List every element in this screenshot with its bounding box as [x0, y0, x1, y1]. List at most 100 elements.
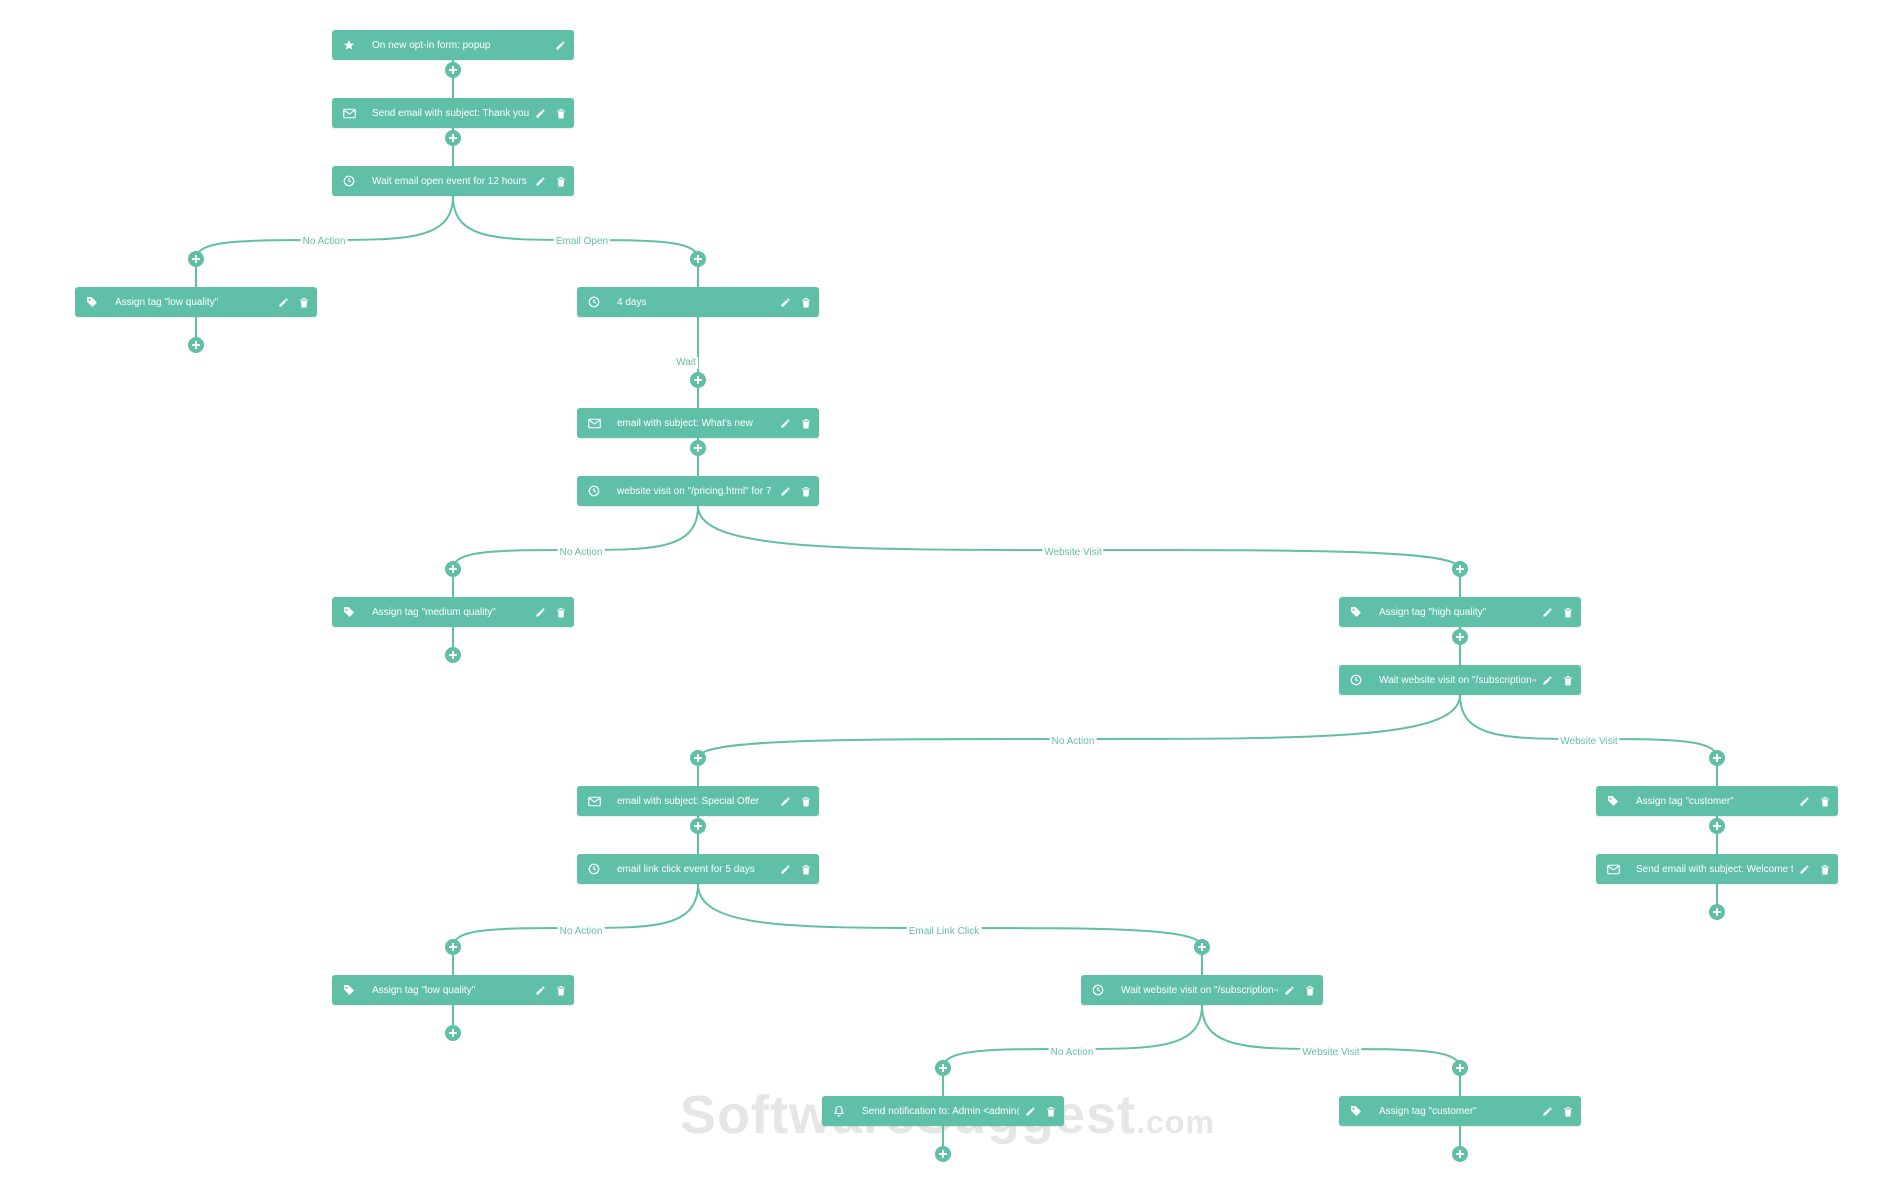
- workflow-node-tag-medium-quality[interactable]: Assign tag "medium quality": [332, 597, 574, 627]
- node-actions: [1799, 864, 1830, 875]
- node-actions: [1284, 985, 1315, 996]
- workflow-node-wait-pricing-visit[interactable]: website visit on "/pricing.html" for 7: [577, 476, 819, 506]
- workflow-node-send-thankyou[interactable]: Send email with subject: Thank you for: [332, 98, 574, 128]
- edit-pencil-icon[interactable]: [535, 985, 546, 996]
- tag-icon: [342, 983, 356, 997]
- node-label: Wait website visit on "/subscription-com: [1121, 984, 1278, 996]
- delete-trash-icon[interactable]: [800, 418, 811, 429]
- edit-pencil-icon[interactable]: [780, 297, 791, 308]
- add-step-button[interactable]: [445, 939, 461, 955]
- workflow-node-notify-admin[interactable]: Send notification to: Admin <admin@in: [822, 1096, 1064, 1126]
- node-actions: [535, 985, 566, 996]
- edit-pencil-icon[interactable]: [278, 297, 289, 308]
- add-step-button[interactable]: [690, 372, 706, 388]
- workflow-node-send-welcome[interactable]: Send email with subject: Welcome to ou: [1596, 854, 1838, 884]
- workflow-node-tag-high-quality[interactable]: Assign tag "high quality": [1339, 597, 1581, 627]
- delete-trash-icon[interactable]: [1562, 1106, 1573, 1117]
- edit-pencil-icon[interactable]: [535, 607, 546, 618]
- add-step-button[interactable]: [445, 647, 461, 663]
- node-actions: [1025, 1106, 1056, 1117]
- edit-pencil-icon[interactable]: [1542, 607, 1553, 618]
- node-label: Assign tag "medium quality": [372, 606, 496, 618]
- add-step-button[interactable]: [935, 1060, 951, 1076]
- add-step-button[interactable]: [690, 251, 706, 267]
- branch-label: No Action: [557, 547, 605, 559]
- edit-pencil-icon[interactable]: [535, 176, 546, 187]
- add-step-button[interactable]: [935, 1146, 951, 1162]
- branch-label: No Action: [300, 236, 348, 248]
- delete-trash-icon[interactable]: [1562, 675, 1573, 686]
- delete-trash-icon[interactable]: [800, 486, 811, 497]
- delete-trash-icon[interactable]: [800, 864, 811, 875]
- node-actions: [780, 796, 811, 807]
- edit-pencil-icon[interactable]: [1542, 675, 1553, 686]
- connector-stub: [452, 627, 454, 647]
- add-step-button[interactable]: [445, 62, 461, 78]
- delete-trash-icon[interactable]: [1819, 796, 1830, 807]
- edit-pencil-icon[interactable]: [555, 40, 566, 51]
- add-step-button[interactable]: [1452, 1146, 1468, 1162]
- delete-trash-icon[interactable]: [555, 176, 566, 187]
- branch-label: No Action: [1048, 1047, 1096, 1059]
- node-actions: [535, 607, 566, 618]
- add-step-button[interactable]: [690, 750, 706, 766]
- edit-pencil-icon[interactable]: [535, 108, 546, 119]
- workflow-node-wait-subscription-visit-1[interactable]: Wait website visit on "/subscription-com: [1339, 665, 1581, 695]
- delete-trash-icon[interactable]: [800, 297, 811, 308]
- workflow-node-tag-low-quality-2[interactable]: Assign tag "low quality": [332, 975, 574, 1005]
- delete-trash-icon[interactable]: [1304, 985, 1315, 996]
- workflow-node-wait-subscription-visit-2[interactable]: Wait website visit on "/subscription-com: [1081, 975, 1323, 1005]
- delete-trash-icon[interactable]: [800, 796, 811, 807]
- add-step-button[interactable]: [188, 251, 204, 267]
- star-icon: [342, 38, 356, 52]
- delete-trash-icon[interactable]: [555, 108, 566, 119]
- workflow-node-trigger-optin[interactable]: On new opt-in form: popup: [332, 30, 574, 60]
- workflow-node-tag-customer-2[interactable]: Assign tag "customer": [1339, 1096, 1581, 1126]
- delete-trash-icon[interactable]: [555, 607, 566, 618]
- connector-stub: [195, 317, 197, 337]
- edit-pencil-icon[interactable]: [780, 418, 791, 429]
- branch-label: Website Visit: [1558, 736, 1620, 748]
- add-step-button[interactable]: [188, 337, 204, 353]
- workflow-node-tag-customer-1[interactable]: Assign tag "customer": [1596, 786, 1838, 816]
- node-label: Assign tag "customer": [1636, 795, 1734, 807]
- add-step-button[interactable]: [1452, 1060, 1468, 1076]
- edit-pencil-icon[interactable]: [1542, 1106, 1553, 1117]
- edit-pencil-icon[interactable]: [1799, 864, 1810, 875]
- delete-trash-icon[interactable]: [1045, 1106, 1056, 1117]
- node-actions: [1542, 675, 1573, 686]
- delete-trash-icon[interactable]: [555, 985, 566, 996]
- workflow-node-tag-low-quality-1[interactable]: Assign tag "low quality": [75, 287, 317, 317]
- node-label: Wait website visit on "/subscription-com: [1379, 674, 1536, 686]
- add-step-button[interactable]: [445, 130, 461, 146]
- workflow-node-email-whats-new[interactable]: email with subject: What's new: [577, 408, 819, 438]
- delete-trash-icon[interactable]: [298, 297, 309, 308]
- add-step-button[interactable]: [690, 440, 706, 456]
- clock-icon: [342, 174, 356, 188]
- edit-pencil-icon[interactable]: [780, 864, 791, 875]
- edit-pencil-icon[interactable]: [1284, 985, 1295, 996]
- add-step-button[interactable]: [445, 561, 461, 577]
- workflow-node-wait-link-click[interactable]: email link click event for 5 days: [577, 854, 819, 884]
- add-step-button[interactable]: [690, 818, 706, 834]
- workflow-node-wait-4-days[interactable]: 4 days: [577, 287, 819, 317]
- delete-trash-icon[interactable]: [1819, 864, 1830, 875]
- workflow-node-email-special-offer[interactable]: email with subject: Special Offer: [577, 786, 819, 816]
- edit-pencil-icon[interactable]: [780, 486, 791, 497]
- add-step-button[interactable]: [1452, 561, 1468, 577]
- add-step-button[interactable]: [1194, 939, 1210, 955]
- add-step-button[interactable]: [445, 1025, 461, 1041]
- edit-pencil-icon[interactable]: [1025, 1106, 1036, 1117]
- add-step-button[interactable]: [1452, 629, 1468, 645]
- node-label: email with subject: What's new: [617, 417, 753, 429]
- connector-stub: [452, 1005, 454, 1025]
- edit-pencil-icon[interactable]: [1799, 796, 1810, 807]
- add-step-button[interactable]: [1709, 904, 1725, 920]
- edit-pencil-icon[interactable]: [780, 796, 791, 807]
- add-step-button[interactable]: [1709, 750, 1725, 766]
- workflow-node-wait-open-12h[interactable]: Wait email open event for 12 hours: [332, 166, 574, 196]
- add-step-button[interactable]: [1709, 818, 1725, 834]
- branch-label: Wait: [674, 357, 698, 369]
- delete-trash-icon[interactable]: [1562, 607, 1573, 618]
- clock-icon: [587, 295, 601, 309]
